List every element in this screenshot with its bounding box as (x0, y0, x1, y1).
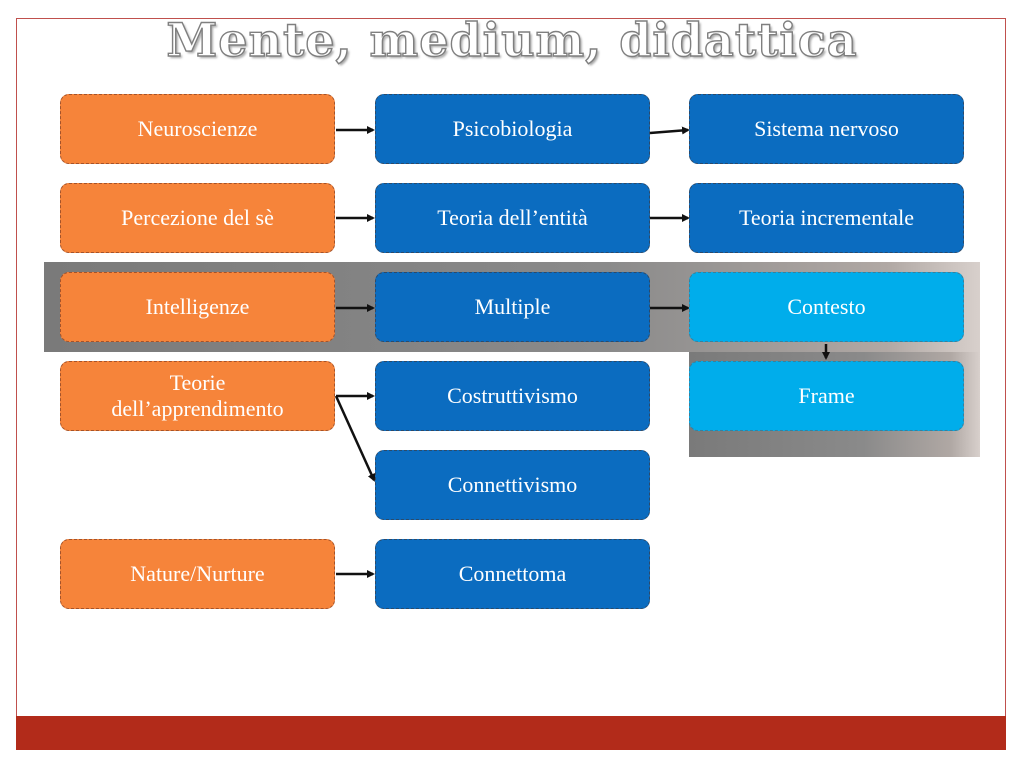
box-label: Costruttivismo (447, 383, 578, 408)
box-label: Teoria dell’entità (437, 205, 588, 230)
box-teoria-incrementale: Teoria incrementale (689, 183, 964, 253)
box-nature-nurture: Nature/Nurture (60, 539, 335, 609)
box-intelligenze: Intelligenze (60, 272, 335, 342)
box-label: Frame (798, 383, 855, 408)
box-label: Intelligenze (145, 294, 250, 319)
box-frame: Frame (689, 361, 964, 431)
box-label: Neuroscienze (137, 116, 258, 141)
footer-bar (16, 716, 1006, 750)
box-sistema-nervoso: Sistema nervoso (689, 94, 964, 164)
box-label: Connettoma (458, 561, 567, 586)
slide-title: Mente, medium, didattica (166, 12, 858, 67)
box-contesto: Contesto (689, 272, 964, 342)
box-label: Multiple (474, 294, 551, 319)
box-percezione: Percezione del sè (60, 183, 335, 253)
box-neuroscienze: Neuroscienze (60, 94, 335, 164)
box-label: Nature/Nurture (130, 561, 265, 586)
box-connettivismo: Connettivismo (375, 450, 650, 520)
box-label: Contesto (787, 294, 866, 319)
box-label: Teoria incrementale (739, 205, 914, 230)
box-label-line2: dell’apprendimento (111, 396, 284, 421)
box-label: Psicobiologia (452, 116, 573, 141)
arrow-psicobiologia-sistema (649, 126, 690, 135)
box-teorie-apprendimento: Teorie dell’apprendimento (60, 361, 335, 431)
box-multiple: Multiple (375, 272, 650, 342)
box-label: Sistema nervoso (754, 116, 899, 141)
arrow-teorie-connettivismo (334, 395, 376, 482)
box-connettoma: Connettoma (375, 539, 650, 609)
box-costruttivismo: Costruttivismo (375, 361, 650, 431)
box-label: Connettivismo (447, 472, 578, 497)
box-label-line1: Teorie (169, 370, 226, 395)
box-teoria-entita: Teoria dell’entità (375, 183, 650, 253)
slide-frame (16, 18, 1006, 750)
box-label: Percezione del sè (121, 205, 274, 230)
box-psicobiologia: Psicobiologia (375, 94, 650, 164)
